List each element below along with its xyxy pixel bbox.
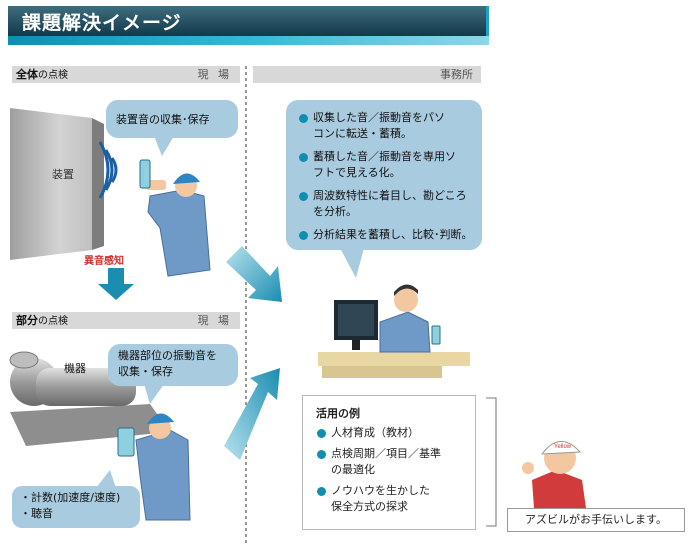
sound-wave-icon [98, 141, 118, 199]
worker-top-illustration [139, 159, 211, 277]
section-bar-office: 事務所 [253, 66, 481, 83]
azbil-note: アズビルがお手伝いします。 [507, 508, 685, 532]
arrow-to-office-bottom [224, 368, 280, 460]
section-whole-place: 現 場 [197, 68, 232, 81]
bubble-measure-text: ・計数(加速度/速度) ・聴音 [20, 490, 120, 522]
section-part-place: 現 場 [197, 314, 232, 327]
section-part-label: 部分 [16, 314, 38, 327]
section-whole-label: 全体 [16, 68, 38, 81]
office-desk-illustration [318, 284, 470, 378]
device-box [10, 108, 104, 260]
office-process-list: 収集した音／振動音をパソ コンに転送・蓄積。 蓄積した音／振動音を専用ソ フトで… [298, 110, 480, 243]
title-underline [8, 36, 489, 45]
down-arrow [98, 268, 134, 300]
machine-label: 機器 [64, 362, 86, 375]
bubble-machine-collect [108, 344, 238, 386]
usage-bracket [486, 397, 497, 527]
office-item: 分析結果を蓄積し、比較･判断。 [298, 227, 480, 243]
arrow-to-office-top [226, 246, 282, 302]
bubble-measure-tail [96, 470, 116, 488]
helmet-logo-text: Yellow [554, 444, 572, 450]
usage-title: 活用の例 [316, 407, 360, 420]
bubble-machine-line: 機器部位の振動音を [118, 349, 217, 362]
worker-bottom-illustration [117, 413, 191, 521]
measure-line: ・計数(加速度/速度) [20, 491, 121, 504]
section-whole-suffix: の点検 [38, 70, 68, 81]
usage-item: ノウハウを生かした 保全方式の探求 [316, 483, 466, 515]
office-item: 蓄積した音／振動音を専用ソ フトで見える化。 [298, 149, 480, 181]
title-banner-edge [486, 6, 489, 36]
page-title: 課題解決イメージ [22, 12, 182, 34]
helper-character: Yellow [522, 441, 586, 508]
bubble-device-text: 装置音の収集･保存 [116, 113, 210, 126]
bubble-machine-tail [144, 384, 164, 404]
bubble-device-tail [154, 136, 174, 156]
bubble-measure [12, 486, 140, 528]
bubble-machine-text: 機器部位の振動音を 収集・保存 [118, 348, 217, 380]
usage-box [302, 395, 476, 530]
usage-list: 人材育成（教材） 点検周期／項目／基準 の最適化 ノウハウを生かした 保全方式の… [316, 425, 466, 520]
bubble-device-collect [106, 100, 238, 138]
device-label: 装置 [52, 168, 74, 181]
section-bar-whole: 全体の点検 現 場 [12, 66, 240, 83]
usage-item: 人材育成（教材） [316, 425, 466, 441]
section-bar-part: 部分の点検 現 場 [12, 312, 240, 329]
office-item: 周波数特性に着目し、勘どころ を分析。 [298, 188, 480, 220]
measure-line: ・聴音 [20, 507, 53, 520]
bubble-machine-line: 収集・保存 [118, 365, 173, 378]
section-part-suffix: の点検 [38, 316, 68, 327]
usage-item: 点検周期／項目／基準 の最適化 [316, 446, 466, 478]
office-item: 収集した音／振動音をパソ コンに転送・蓄積。 [298, 110, 480, 142]
section-office-place: 事務所 [440, 68, 473, 81]
title-banner [8, 6, 486, 36]
anomaly-label: 異音感知 [84, 256, 124, 267]
bubble-office-tail [340, 248, 364, 278]
bubble-office-process [286, 100, 482, 250]
